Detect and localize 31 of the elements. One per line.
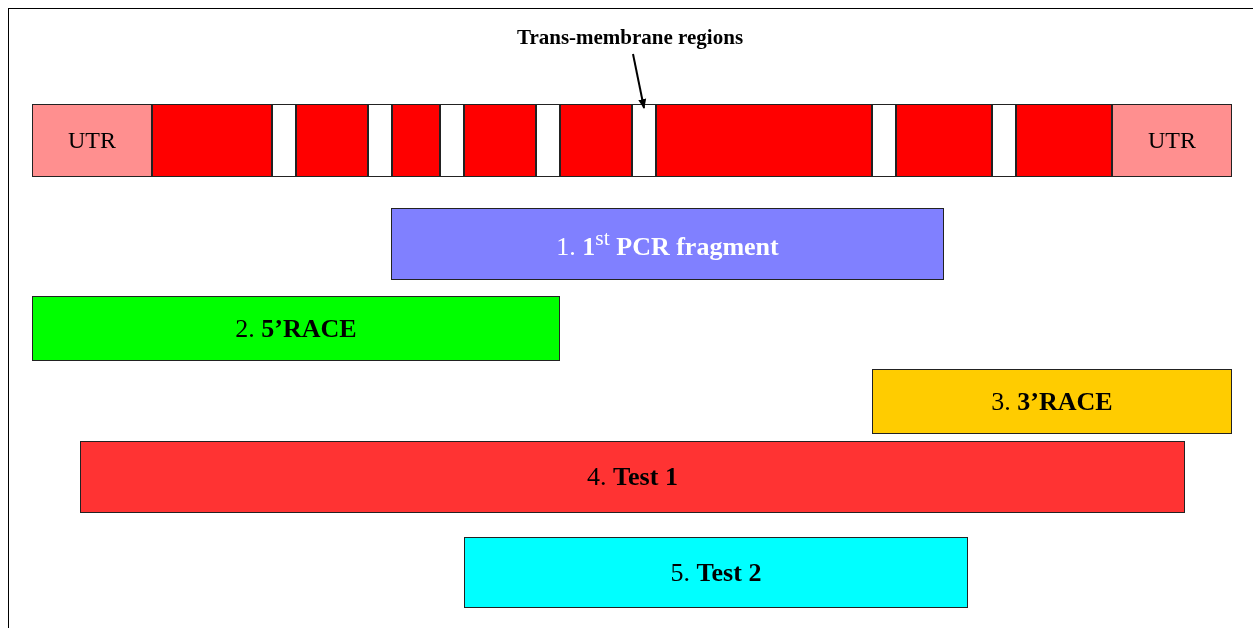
gene-segment <box>464 104 536 177</box>
gene-segment <box>392 104 440 177</box>
utr-segment <box>1112 104 1232 177</box>
fragment-bar <box>80 441 1185 513</box>
gene-segment <box>992 104 1016 177</box>
fragment-label: 1. 1$^{st}$ PCR fragment <box>556 226 779 262</box>
fragment-bar <box>32 296 560 361</box>
leader-arrow <box>632 53 647 109</box>
fragment-label: 3. 3’RACE <box>991 386 1113 417</box>
gene-segment <box>1016 104 1112 177</box>
gene-segment <box>632 104 656 177</box>
utr-segment <box>32 104 152 177</box>
annotation-label: Trans-membrane regions <box>516 24 744 50</box>
gene-segment <box>872 104 896 177</box>
gene-segment <box>896 104 992 177</box>
gene-segment <box>296 104 368 177</box>
fragment-label: 5. Test 2 <box>670 557 762 588</box>
fragment-bar <box>464 537 968 608</box>
segment-label: UTR <box>68 127 116 154</box>
segment-label: UTR <box>1148 127 1196 154</box>
gene-segment <box>656 104 872 177</box>
gene-segment <box>536 104 560 177</box>
gene-segment <box>272 104 296 177</box>
fragment-bar <box>872 369 1232 434</box>
fragment-label: 4. Test 1 <box>587 462 678 492</box>
fragment-label: 2. 5’RACE <box>235 313 357 344</box>
gene-segment <box>560 104 632 177</box>
fragment-bar <box>391 208 944 280</box>
gene-segment <box>152 104 272 177</box>
gene-segment <box>440 104 464 177</box>
gene-segment <box>368 104 392 177</box>
